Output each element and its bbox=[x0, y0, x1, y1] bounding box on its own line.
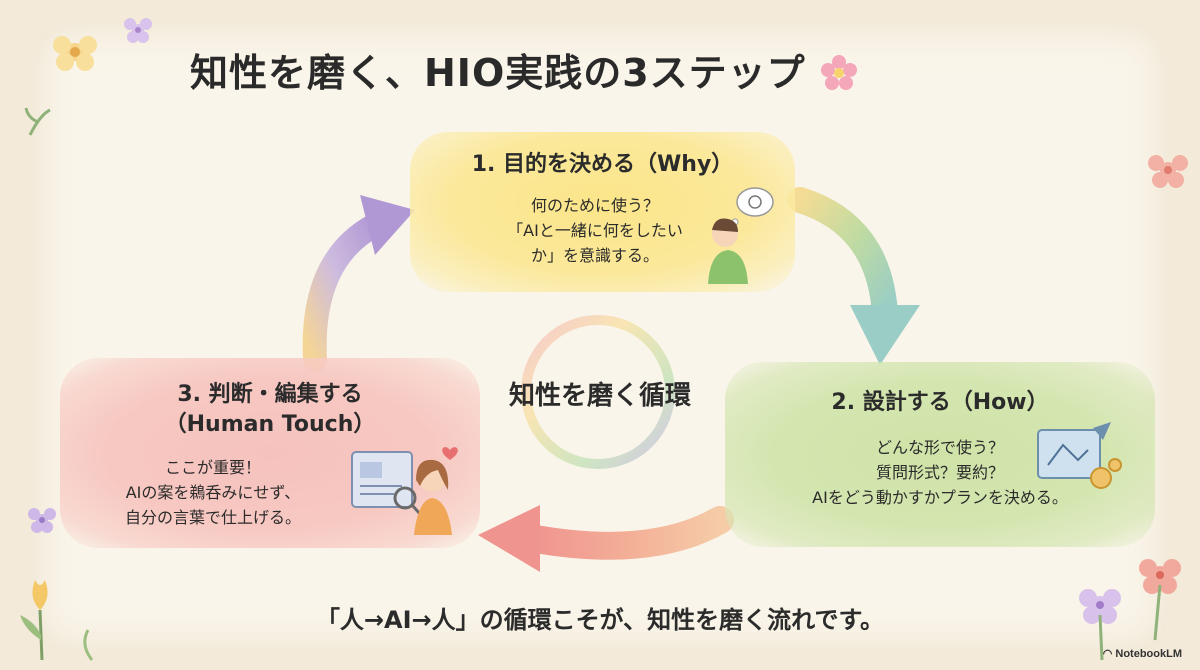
flower-icon bbox=[124, 18, 152, 43]
sakura-icon bbox=[820, 55, 857, 90]
footer-message: 「人→AI→人」の循環こそが、知性を磨く流れです。 bbox=[315, 606, 885, 634]
step-how-body: どんな形で使う？ 質問形式？要約？ AIをどう動かすかプランを決める。 bbox=[812, 438, 1068, 507]
arrow-why-to-how bbox=[787, 187, 920, 365]
thinking-person-icon bbox=[708, 187, 774, 284]
flower-icon bbox=[53, 36, 97, 71]
arrow-how-to-judge bbox=[478, 505, 734, 572]
step-why-box: 1. 目的を決める（Why） 何のために使う？ 「AIと一緒に何をしたい か」を… bbox=[410, 132, 795, 292]
step-judge-body: ここが重要！ AIの案を鵜呑みにせず、 自分の言葉で仕上げる。 bbox=[124, 458, 301, 527]
step-judge-heading-line2: （Human Touch） bbox=[164, 412, 376, 437]
arrow-judge-to-why bbox=[302, 195, 415, 372]
tulip-icon bbox=[20, 580, 94, 661]
flower-icon bbox=[1148, 155, 1188, 188]
notebooklm-brand: ◠ NotebookLM bbox=[1103, 647, 1182, 660]
brand-text: NotebookLM bbox=[1115, 648, 1182, 660]
step-judge-box: 3. 判断・編集する （Human Touch） ここが重要！ AIの案を鵜呑み… bbox=[60, 358, 480, 548]
cycle-center-label: 知性を磨く循環 bbox=[508, 381, 691, 411]
flower-icon bbox=[1079, 559, 1181, 661]
page-title: 知性を磨く、HIO実践の3ステップ bbox=[190, 42, 950, 97]
step-why-heading: 1. 目的を決める（Why） bbox=[471, 152, 734, 177]
leaf-icon bbox=[24, 107, 51, 136]
step-judge-heading-line1: 3. 判断・編集する bbox=[177, 382, 363, 407]
step-how-box: 2. 設計する（How） どんな形で使う？ 質問形式？要約？ AIをどう動かすか… bbox=[725, 362, 1155, 547]
title-text: 知性を磨く、HIO実践の3ステップ bbox=[190, 51, 806, 95]
cycle-ring bbox=[521, 315, 675, 469]
step-how-heading: 2. 設計する（How） bbox=[831, 390, 1049, 415]
reviewing-person-icon bbox=[351, 447, 458, 535]
step-why-body: 何のために使う？ 「AIと一緒に何をしたい か」を意識する。 bbox=[507, 196, 683, 265]
blueprint-icon bbox=[1037, 422, 1122, 489]
flower-icon bbox=[28, 508, 56, 533]
notebooklm-logo-icon: ◠ bbox=[1102, 648, 1113, 660]
